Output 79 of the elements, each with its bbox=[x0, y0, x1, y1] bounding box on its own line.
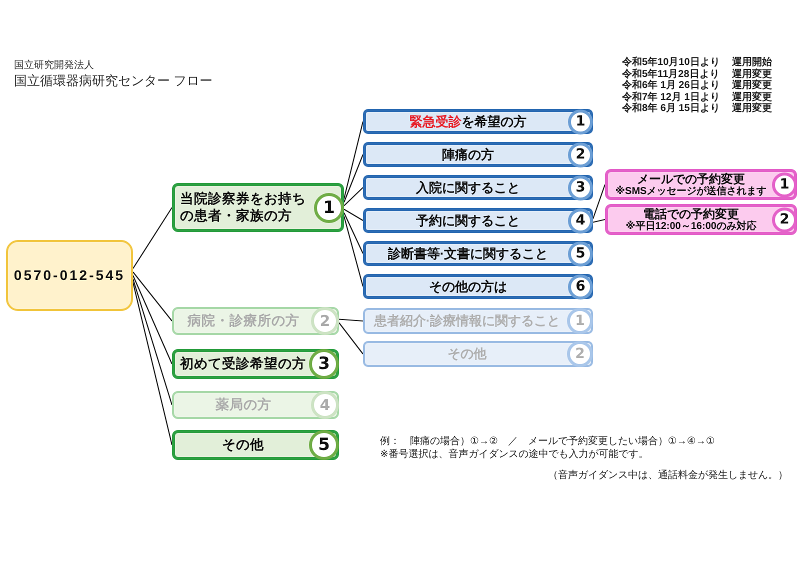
option-label: メールでの予約変更 bbox=[637, 172, 745, 186]
header-subtitle: 国立研究開発法人 bbox=[14, 60, 94, 72]
submenu-option-box bbox=[363, 175, 593, 200]
connector-line bbox=[343, 154, 364, 202]
connector-line bbox=[344, 187, 364, 206]
option-number: 1 bbox=[772, 172, 797, 197]
input-note: ※番号選択は、音声ガイダンスの途中でも入力が可能です。 bbox=[380, 448, 648, 461]
revision-date: 令和6年 1月 26日より bbox=[622, 80, 720, 92]
submenu-option-box bbox=[363, 208, 593, 233]
revision-status: 運用変更 bbox=[732, 103, 772, 114]
start-box bbox=[6, 240, 133, 311]
option-label: その他 bbox=[222, 436, 264, 454]
menu-option-box bbox=[172, 430, 339, 460]
option-number: 1 bbox=[314, 192, 344, 222]
connector-line bbox=[592, 184, 606, 219]
change-option-box bbox=[605, 169, 797, 200]
page-title: 国立循環器病研究センター フロー bbox=[14, 73, 213, 89]
menu-option-box bbox=[172, 391, 339, 419]
menu-option-box bbox=[172, 307, 339, 335]
option-label: 陣痛の方 bbox=[442, 146, 494, 162]
option-note: ※SMSメッセージが送信されます bbox=[615, 186, 767, 198]
option-label: 病院・診療所の方 bbox=[188, 312, 300, 330]
option-number: 2 bbox=[568, 142, 593, 167]
submenu-option-box bbox=[363, 109, 593, 134]
connector-line bbox=[343, 121, 364, 199]
option-label: 患者紹介·診療情報に関すること bbox=[374, 313, 560, 329]
menu-option-box bbox=[172, 349, 339, 379]
revision-date: 令和7年 12月 1日より bbox=[622, 92, 720, 102]
change-option-box bbox=[605, 204, 797, 235]
revision-date: 令和8年 6月 15日より bbox=[622, 103, 720, 114]
connector-line bbox=[343, 216, 364, 287]
revision-date: 令和5年11月28日より bbox=[622, 68, 720, 80]
connector-line bbox=[132, 282, 173, 446]
connector-line bbox=[338, 318, 364, 322]
option-label: 予約に関すること bbox=[416, 212, 520, 228]
revision-status: 運用変更 bbox=[732, 92, 772, 102]
option-label: 緊急受診を希望の方 bbox=[410, 114, 526, 130]
connector-line bbox=[132, 278, 173, 406]
option-number: 4 bbox=[568, 208, 593, 233]
phone-number: 0570-012-545 bbox=[14, 267, 126, 284]
revision-status: 運用開始 bbox=[732, 57, 772, 68]
option-number: 1 bbox=[567, 308, 593, 334]
connector-line bbox=[344, 208, 364, 221]
submenu-option-box bbox=[363, 241, 593, 266]
submenu-option-box bbox=[363, 341, 593, 367]
option-label: 電話での予約変更 bbox=[643, 206, 739, 221]
connector-line bbox=[132, 272, 172, 322]
submenu-option-box bbox=[363, 142, 593, 167]
example-note: 例： 陣痛の場合）①→② ／ メールで予約変更したい場合）①→④→① bbox=[380, 435, 715, 448]
connector-line bbox=[338, 322, 364, 354]
option-number: 2 bbox=[567, 341, 593, 367]
option-number: 2 bbox=[772, 207, 797, 232]
connector-line bbox=[132, 207, 172, 269]
option-number: 6 bbox=[568, 274, 593, 299]
connector-line bbox=[132, 275, 172, 364]
option-label: 薬局の方 bbox=[216, 396, 272, 414]
option-number: 5 bbox=[309, 430, 339, 460]
option-number: 5 bbox=[568, 241, 593, 266]
revision-date: 令和5年10月10日より bbox=[622, 57, 720, 68]
option-number: 1 bbox=[568, 109, 593, 134]
option-label: 当院診察券をお持ちの患者・家族の方 bbox=[180, 191, 307, 224]
connector-line bbox=[592, 218, 606, 223]
submenu-option-box bbox=[363, 308, 593, 334]
option-number: 2 bbox=[311, 307, 339, 335]
option-number: 3 bbox=[568, 175, 593, 200]
option-label: その他 bbox=[448, 346, 486, 362]
option-label: 入院に関すること bbox=[416, 180, 520, 196]
revision-status: 運用変更 bbox=[732, 80, 772, 91]
option-note: ※平日12:00～16:00のみ対応 bbox=[626, 220, 756, 232]
option-label: 診断書等·文書に関すること bbox=[388, 246, 548, 262]
fee-note: （音声ガイダンス中は、通話料金が発生しません。） bbox=[548, 469, 788, 482]
menu-option-box bbox=[172, 183, 344, 232]
option-label: その他の方は bbox=[429, 278, 507, 294]
option-number: 4 bbox=[311, 391, 339, 419]
option-label: 初めて受診希望の方 bbox=[180, 356, 306, 372]
connector-line bbox=[344, 212, 364, 254]
submenu-option-box bbox=[363, 274, 593, 299]
revision-status: 運用変更 bbox=[732, 68, 772, 80]
option-number: 3 bbox=[309, 349, 339, 379]
